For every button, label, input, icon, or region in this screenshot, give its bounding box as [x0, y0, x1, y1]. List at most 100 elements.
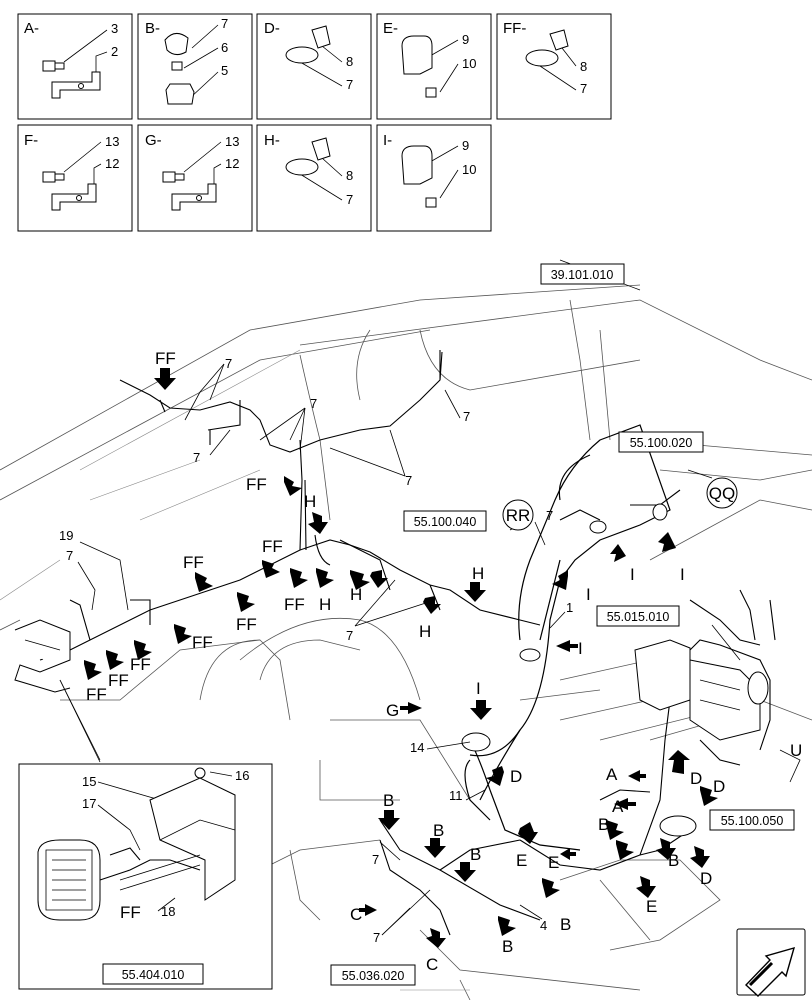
- direction-indicator-icon: [736, 928, 806, 997]
- callout: 17: [82, 796, 96, 811]
- circled-qq: QQ: [706, 477, 738, 509]
- label-ff: FF: [236, 615, 257, 634]
- label-h: H: [319, 595, 331, 614]
- label-h: H: [304, 492, 316, 511]
- label-ff: FF: [284, 595, 305, 614]
- label-u: U: [790, 741, 802, 760]
- callout: 7: [346, 77, 353, 92]
- label-e: E: [516, 851, 527, 870]
- detail-box-f: F- 13 12: [17, 124, 133, 232]
- callout: 9: [462, 138, 469, 153]
- label-a: A: [606, 765, 618, 784]
- detail-title: B-: [145, 20, 160, 37]
- ref-label: 55.100.050: [721, 814, 784, 828]
- label-ff: FF: [183, 553, 204, 572]
- label-h: H: [472, 564, 484, 583]
- tube-clamps: [461, 503, 697, 837]
- label-b: B: [598, 815, 609, 834]
- label-i: I: [586, 585, 591, 604]
- label-ff: FF: [108, 671, 129, 690]
- label-b: B: [383, 791, 394, 810]
- label-d: D: [510, 767, 522, 786]
- label-g: G: [386, 701, 399, 720]
- label-1: 1: [566, 600, 573, 615]
- screw-part: [171, 61, 183, 71]
- callout: 12: [225, 156, 239, 171]
- label-b: B: [433, 821, 444, 840]
- label-7: 7: [372, 852, 379, 867]
- label-i: I: [578, 639, 583, 658]
- detail-box-e: E- 9 10: [376, 13, 492, 120]
- detail-box-i: I- 9 10: [376, 124, 492, 232]
- tie-loop-part: [285, 46, 319, 64]
- callout: 13: [105, 134, 119, 149]
- label-b: B: [560, 915, 571, 934]
- reference-55-036-020: 55.036.020: [330, 964, 416, 986]
- label-ff: FF: [130, 655, 151, 674]
- ref-label: 39.101.010: [551, 268, 614, 282]
- label-ff: FF: [246, 475, 267, 494]
- label-14: 14: [410, 740, 424, 755]
- label-7: 7: [405, 473, 412, 488]
- bolt-icon: [194, 767, 206, 779]
- label-7: 7: [346, 628, 353, 643]
- label-h: H: [419, 622, 431, 641]
- label-11: 11: [449, 788, 463, 803]
- callout: 12: [105, 156, 119, 171]
- label-d: D: [713, 777, 725, 796]
- callout: 5: [221, 63, 228, 78]
- label-19: 19: [59, 528, 73, 543]
- detail-box-ff: FF- 8 7: [496, 13, 612, 120]
- location-arrows: [84, 368, 718, 948]
- detail-box-b: B- 7 6 5: [137, 13, 253, 120]
- label-ff: FF: [86, 685, 107, 704]
- label-b: B: [502, 937, 513, 956]
- label-7: 7: [193, 450, 200, 465]
- callout: 8: [580, 59, 587, 74]
- label-e: E: [548, 853, 559, 872]
- callout: 8: [346, 54, 353, 69]
- ref-label: 55.100.040: [414, 515, 477, 529]
- ref-label: 55.036.020: [342, 969, 405, 983]
- ref-label: 55.404.010: [122, 968, 185, 982]
- p-clip-part: [401, 35, 433, 75]
- label-ff: FF: [192, 633, 213, 652]
- label-d: D: [700, 869, 712, 888]
- inset-lamp-detail: 15 16 17 18 FF 55.404.010: [18, 763, 273, 990]
- tie-head-part: [311, 25, 331, 49]
- label-e: E: [646, 897, 657, 916]
- reference-55-100-020: 55.100.020: [618, 431, 704, 453]
- reference-39-101-010: 39.101.010: [540, 263, 625, 285]
- lamp-mount-bracket: [149, 777, 236, 901]
- reference-55-100-040: 55.100.040: [403, 510, 487, 532]
- control-module: [634, 639, 769, 741]
- callout: 7: [346, 192, 353, 207]
- screw-part: [425, 87, 437, 98]
- label-7: 7: [225, 356, 232, 371]
- detail-box-h: H- 8 7: [256, 124, 372, 232]
- label-c: C: [426, 955, 438, 974]
- label-7: 7: [463, 409, 470, 424]
- callout: 9: [462, 32, 469, 47]
- label-7: 7: [373, 930, 380, 945]
- callout: 15: [82, 774, 96, 789]
- label-i: I: [630, 565, 635, 584]
- callout: 18: [161, 904, 175, 919]
- label-i: I: [680, 565, 685, 584]
- label-7: 7: [546, 508, 553, 523]
- reference-55-015-010: 55.015.010: [596, 605, 680, 627]
- bolt-part: [42, 60, 65, 72]
- circled-rr: RR: [502, 499, 534, 531]
- diagram-labels: FF 7 7 7 7 7 7 7 7 7 7 19 1 4 14 11 FF F…: [59, 349, 802, 974]
- detail-box-d: D- 8 7: [256, 13, 372, 120]
- ref-label: 55.100.020: [630, 436, 693, 450]
- label-ff: FF: [155, 349, 176, 368]
- label-ff: FF: [262, 537, 283, 556]
- clamp-part: [164, 33, 189, 56]
- label-d: D: [690, 769, 702, 788]
- lamp-bracket: [14, 619, 71, 693]
- detail-title: D-: [264, 20, 280, 37]
- inset-ff-label: FF: [120, 903, 141, 922]
- label-7: 7: [66, 548, 73, 563]
- callout: 7: [580, 81, 587, 96]
